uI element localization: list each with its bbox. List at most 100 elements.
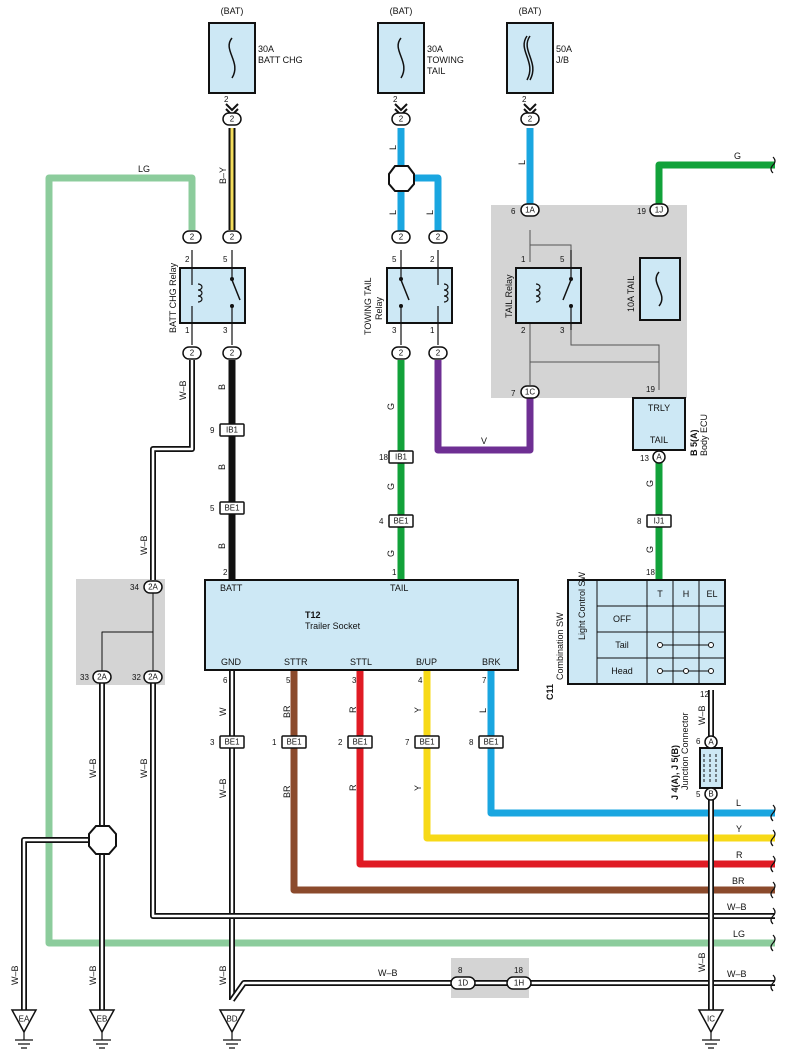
svg-text:2: 2 xyxy=(399,233,404,242)
svg-text:7: 7 xyxy=(511,389,516,398)
svg-text:5: 5 xyxy=(560,255,565,264)
svg-text:2: 2 xyxy=(436,233,441,242)
svg-text:BE1: BE1 xyxy=(224,504,240,513)
svg-text:BR: BR xyxy=(732,876,745,886)
connector-2: 2 xyxy=(222,346,242,360)
svg-text:B: B xyxy=(708,790,713,799)
svg-text:(BAT): (BAT) xyxy=(221,6,244,16)
connector-2: 2 xyxy=(182,346,202,360)
connector-A: A xyxy=(652,450,666,464)
svg-text:IC: IC xyxy=(707,1015,715,1024)
svg-text:1C: 1C xyxy=(525,388,535,397)
connector-A: A xyxy=(704,735,718,749)
connector-1A: 1A xyxy=(520,203,540,217)
svg-text:2: 2 xyxy=(393,95,398,104)
junction-connector: J 4(A), J 5(B) Junction Connector 6 5 xyxy=(670,712,723,800)
svg-text:3: 3 xyxy=(560,326,565,335)
ground-ic: IC xyxy=(697,1009,725,1049)
svg-text:W–B: W–B xyxy=(727,902,747,912)
junction-block-pins: 6 19 7 19 xyxy=(511,207,655,398)
svg-text:Tail: Tail xyxy=(615,640,629,650)
svg-text:2: 2 xyxy=(430,255,435,264)
svg-text:LG: LG xyxy=(138,164,150,174)
svg-text:6: 6 xyxy=(223,676,228,685)
svg-text:BRK: BRK xyxy=(482,657,501,667)
svg-text:TAIL: TAIL xyxy=(427,66,445,76)
svg-text:W–B: W–B xyxy=(378,968,398,978)
fuse-jb: (BAT) 50A J/B 2 xyxy=(506,6,572,104)
svg-text:BE1: BE1 xyxy=(352,738,368,747)
wire-lg xyxy=(45,174,775,947)
trailer-socket: BATT TAIL T12 Trailer Socket GND STTR ST… xyxy=(204,568,519,685)
svg-text:B 5(A): B 5(A) xyxy=(689,429,699,456)
svg-text:C11: C11 xyxy=(545,684,555,700)
svg-text:18: 18 xyxy=(379,453,388,462)
pin-number: 34 xyxy=(130,583,139,592)
splice-towing xyxy=(388,165,415,192)
svg-text:B–Y: B–Y xyxy=(218,167,228,184)
connector-2: 2 xyxy=(520,112,540,126)
pin-number: 32 xyxy=(132,673,141,682)
svg-text:BE1: BE1 xyxy=(286,738,302,747)
svg-text:BE1: BE1 xyxy=(393,517,409,526)
ground-eb: EB xyxy=(88,1009,116,1049)
svg-text:18: 18 xyxy=(514,966,523,975)
connector-2: 2 xyxy=(391,112,411,126)
combination-switch: T H EL OFF Tail Head Light Control SW C1… xyxy=(545,568,726,700)
svg-text:R: R xyxy=(736,850,743,860)
connector-2: 2 xyxy=(428,346,448,360)
svg-text:R: R xyxy=(348,706,358,713)
svg-text:L: L xyxy=(736,798,741,808)
svg-text:L: L xyxy=(517,160,527,165)
svg-text:4: 4 xyxy=(379,517,384,526)
svg-text:1: 1 xyxy=(392,568,397,577)
svg-text:TRLY: TRLY xyxy=(648,403,670,413)
svg-text:1: 1 xyxy=(521,255,526,264)
svg-text:19: 19 xyxy=(646,385,655,394)
svg-text:Body ECU: Body ECU xyxy=(699,414,709,456)
connector-BE1: BE1 4 xyxy=(379,514,414,528)
fuse-10a-tail: 10A TAIL xyxy=(626,257,681,321)
svg-text:4: 4 xyxy=(418,676,423,685)
connector-2: 2 xyxy=(182,230,202,244)
svg-text:G: G xyxy=(386,403,396,410)
svg-text:OFF: OFF xyxy=(613,614,631,624)
svg-text:L: L xyxy=(478,708,488,713)
svg-text:W–B: W–B xyxy=(697,952,707,972)
svg-text:W–B: W–B xyxy=(218,778,228,798)
svg-text:Y: Y xyxy=(413,707,423,713)
svg-text:L: L xyxy=(388,210,398,215)
svg-text:5: 5 xyxy=(210,504,215,513)
svg-text:LG: LG xyxy=(733,929,745,939)
svg-text:TAIL Relay: TAIL Relay xyxy=(504,274,514,318)
svg-text:2: 2 xyxy=(230,233,235,242)
svg-text:EB: EB xyxy=(97,1015,108,1024)
svg-text:W–B: W–B xyxy=(727,969,747,979)
svg-text:TAIL: TAIL xyxy=(650,435,668,445)
svg-text:5: 5 xyxy=(286,676,291,685)
connector-B: B xyxy=(704,787,718,801)
svg-text:2: 2 xyxy=(399,349,404,358)
connector-2: 2 xyxy=(428,230,448,244)
svg-text:EL: EL xyxy=(706,589,717,599)
svg-text:8: 8 xyxy=(458,966,463,975)
svg-text:W–B: W–B xyxy=(10,965,20,985)
svg-text:2: 2 xyxy=(522,95,527,104)
svg-text:BD: BD xyxy=(226,1015,237,1024)
splice-points xyxy=(88,165,415,855)
svg-text:TAIL: TAIL xyxy=(390,583,408,593)
svg-text:2: 2 xyxy=(190,349,195,358)
connector-2A: 2A xyxy=(143,670,163,684)
ground-bd: BD xyxy=(218,1009,246,1049)
svg-text:W–B: W–B xyxy=(139,535,149,555)
svg-text:7: 7 xyxy=(405,738,410,747)
svg-text:G: G xyxy=(645,480,655,487)
svg-text:G: G xyxy=(645,546,655,553)
svg-text:2: 2 xyxy=(528,115,533,124)
svg-text:H: H xyxy=(683,589,690,599)
